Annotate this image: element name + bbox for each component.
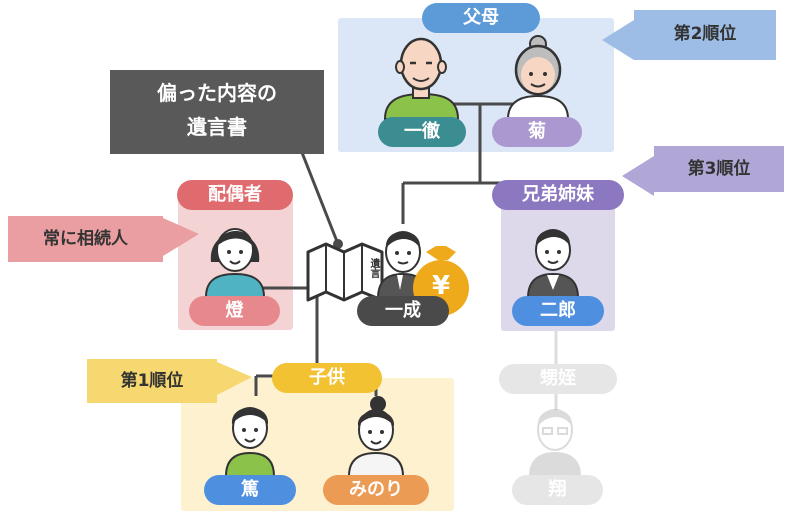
spouse-icon [204, 228, 266, 298]
rank3-callout [622, 146, 784, 196]
father-name: 一徹 [378, 117, 466, 147]
father-icon [383, 37, 460, 120]
biased-will-line1: 偏った内容の [157, 81, 277, 105]
mother-icon [506, 35, 570, 120]
child2-icon [347, 396, 405, 477]
brother-name: 二郎 [512, 296, 604, 326]
biased-will-text: 偏った内容の 遺言書 [110, 76, 324, 144]
biased-will-line2: 遺言書 [187, 115, 247, 139]
rank2-text: 第2順位 [673, 24, 737, 44]
spouse-name: 燈 [189, 296, 280, 326]
rank1-callout [87, 359, 252, 403]
brother-icon [526, 229, 580, 299]
yen-symbol: ¥ [431, 271, 451, 301]
rank2-callout [602, 10, 776, 60]
always-heir-callout [8, 216, 199, 262]
nephew-icon [528, 409, 582, 477]
rank1-text: 第1順位 [120, 371, 184, 391]
will-doc-text: 遺言 [368, 258, 379, 278]
deceased-name: 一成 [357, 296, 449, 326]
nephew-name: 翔 [512, 475, 603, 505]
child2-name: みのり [323, 475, 429, 505]
children-group-label: 子供 [272, 363, 382, 393]
nephew-group-label: 甥姪 [499, 364, 617, 394]
spouse-group-label: 配偶者 [177, 180, 293, 210]
child1-name: 篤 [204, 475, 296, 505]
parents-group-label: 父母 [422, 3, 540, 33]
siblings-group-label: 兄弟姉妹 [492, 180, 624, 210]
always-heir-text: 常に相続人 [43, 229, 128, 249]
child1-icon [224, 407, 276, 477]
rank3-text: 第3順位 [687, 159, 751, 179]
biased-will-callout [110, 70, 324, 154]
mother-name: 菊 [492, 117, 582, 147]
